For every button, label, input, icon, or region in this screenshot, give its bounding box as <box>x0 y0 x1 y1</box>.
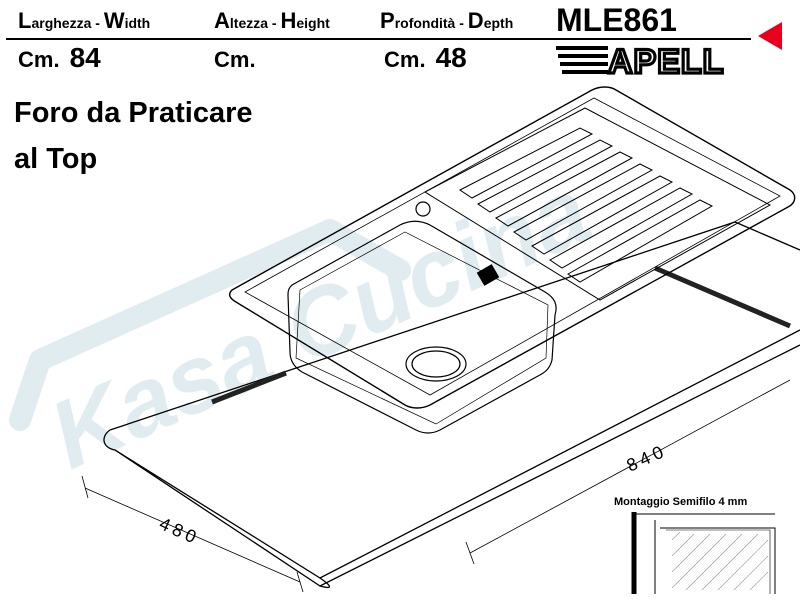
drainer-board <box>423 107 772 301</box>
drainer-grooves <box>459 127 714 283</box>
model-code: MLE861 <box>556 2 677 38</box>
header-divider <box>6 38 751 40</box>
spec-header: Larghezza - Width Altezza - Height Profo… <box>0 0 800 80</box>
brand-name: APELL <box>608 43 724 76</box>
height-value: Cm. <box>214 47 256 72</box>
width-value: Cm.84 <box>18 42 101 73</box>
brand-logo: APELL <box>556 42 725 76</box>
mounting-label: Montaggio Semifilo 4 mm <box>614 496 748 508</box>
title-line-1: Foro da Praticare <box>14 97 253 129</box>
length-dimension: 840 <box>623 440 670 475</box>
sink-rim <box>228 86 796 409</box>
sink-bowl <box>287 201 557 434</box>
depth-dimension: 480 <box>156 513 203 548</box>
red-arrow-icon <box>758 22 782 50</box>
depth-value: Cm.48 <box>384 42 467 73</box>
title-line-2: al Top <box>14 143 98 175</box>
mounting-detail <box>631 512 776 594</box>
dimension-lines <box>81 379 791 593</box>
page-title: Foro da Praticare al Top <box>14 90 253 182</box>
height-label: Altezza - Height <box>214 8 330 33</box>
depth-label: Profondità - Depth <box>380 8 514 33</box>
width-label: Larghezza - Width <box>18 8 151 33</box>
